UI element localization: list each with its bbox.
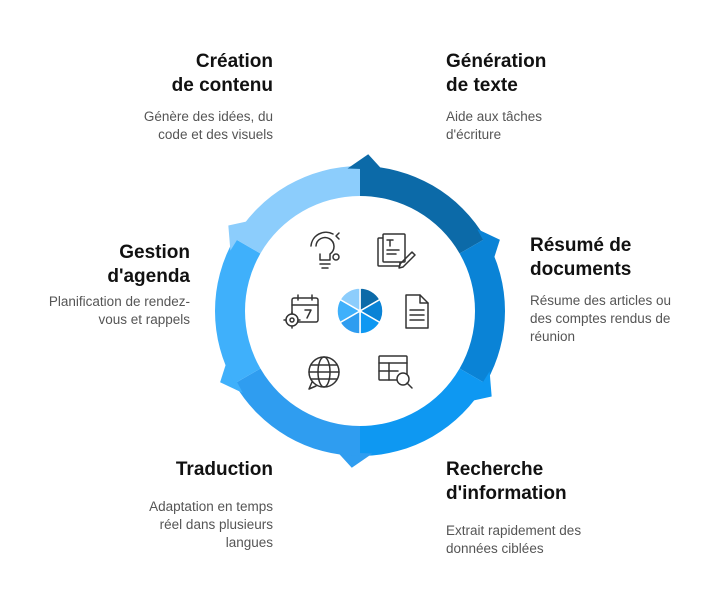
center-pie: [336, 287, 384, 335]
recherche-desc-line-1: Extrait rapidement des: [446, 523, 582, 538]
creation-title-line-2: de contenu: [171, 75, 273, 96]
resume-title: Résumé de documents: [530, 234, 710, 282]
document-pen-icon: [377, 233, 416, 269]
agenda-title-line-2: d'agenda: [107, 266, 190, 287]
recherche-title-line-1: Recherche: [446, 459, 544, 480]
ring-segment-creation: [234, 166, 360, 254]
pie-slice-creation: [339, 287, 361, 313]
label-recherche: Recherche d'information Extrait rapideme…: [446, 458, 686, 558]
resume-title-line-2: documents: [530, 259, 632, 280]
ring-segment-recherche: [360, 368, 486, 456]
table-search-icon: [378, 355, 413, 389]
calendar-gear-icon: [283, 294, 319, 329]
traduction-desc-line-2: réel dans plusieurs: [159, 517, 273, 532]
resume-desc-line-2: des comptes rendus de: [530, 311, 671, 326]
creation-desc-line-1: Génère des idées, du: [143, 109, 273, 124]
resume-desc-line-1: Résume des articles ou: [530, 293, 672, 308]
ring-segment-generation: [360, 166, 486, 254]
label-creation: Création de contenu Génère des idées, du…: [43, 50, 273, 144]
ring: [215, 154, 505, 468]
ring-segment-resume: [459, 238, 505, 384]
creation-title: Création de contenu: [43, 50, 273, 98]
recherche-title: Recherche d'information: [446, 458, 686, 506]
recherche-desc: Extrait rapidement des données ciblées: [446, 522, 686, 558]
document-icon: [405, 294, 429, 329]
globe-chat-icon: [308, 356, 340, 390]
icon-group: [283, 231, 429, 390]
resume-title-line-1: Résumé de: [530, 235, 632, 256]
lightbulb-idea-icon: [310, 231, 340, 269]
label-agenda: Gestion d'agenda Planification de rendez…: [10, 241, 190, 329]
traduction-desc-line-3: langues: [225, 535, 273, 550]
generation-desc-line-2: d'écriture: [446, 127, 502, 142]
agenda-title: Gestion d'agenda: [10, 241, 190, 289]
recherche-desc-line-2: données ciblées: [446, 541, 544, 556]
ring-arrow-recherche: [337, 452, 373, 468]
generation-desc: Aide aux tâches d'écriture: [446, 108, 686, 144]
resume-desc-line-3: réunion: [530, 329, 576, 344]
resume-desc: Résume des articles ou des comptes rendu…: [530, 292, 710, 346]
recherche-title-line-2: d'information: [446, 483, 567, 504]
label-traduction: Traduction Adaptation en temps réel dans…: [43, 458, 273, 552]
ring-segment-traduction: [234, 368, 360, 456]
agenda-desc-line-2: vous et rappels: [98, 312, 190, 327]
traduction-desc-line-1: Adaptation en temps: [149, 499, 273, 514]
label-generation: Génération de texte Aide aux tâches d'éc…: [446, 50, 686, 144]
generation-title-line-2: de texte: [446, 75, 518, 96]
agenda-desc-line-1: Planification de rendez-: [48, 294, 190, 309]
creation-desc: Génère des idées, du code et des visuels: [43, 108, 273, 144]
creation-desc-line-2: code et des visuels: [158, 127, 273, 142]
generation-title-line-1: Génération: [446, 51, 547, 72]
agenda-title-line-1: Gestion: [119, 242, 190, 263]
ring-segment-agenda: [215, 238, 261, 384]
traduction-title-line-1: Traduction: [175, 459, 273, 480]
agenda-desc: Planification de rendez- vous et rappels: [10, 293, 190, 329]
traduction-title: Traduction: [43, 458, 273, 482]
traduction-desc: Adaptation en temps réel dans plusieurs …: [43, 498, 273, 552]
ring-arrow-creation: [347, 154, 383, 170]
label-resume: Résumé de documents Résume des articles …: [530, 234, 710, 346]
generation-title: Génération de texte: [446, 50, 686, 98]
creation-title-line-1: Création: [195, 51, 273, 72]
generation-desc-line-1: Aide aux tâches: [446, 109, 543, 124]
